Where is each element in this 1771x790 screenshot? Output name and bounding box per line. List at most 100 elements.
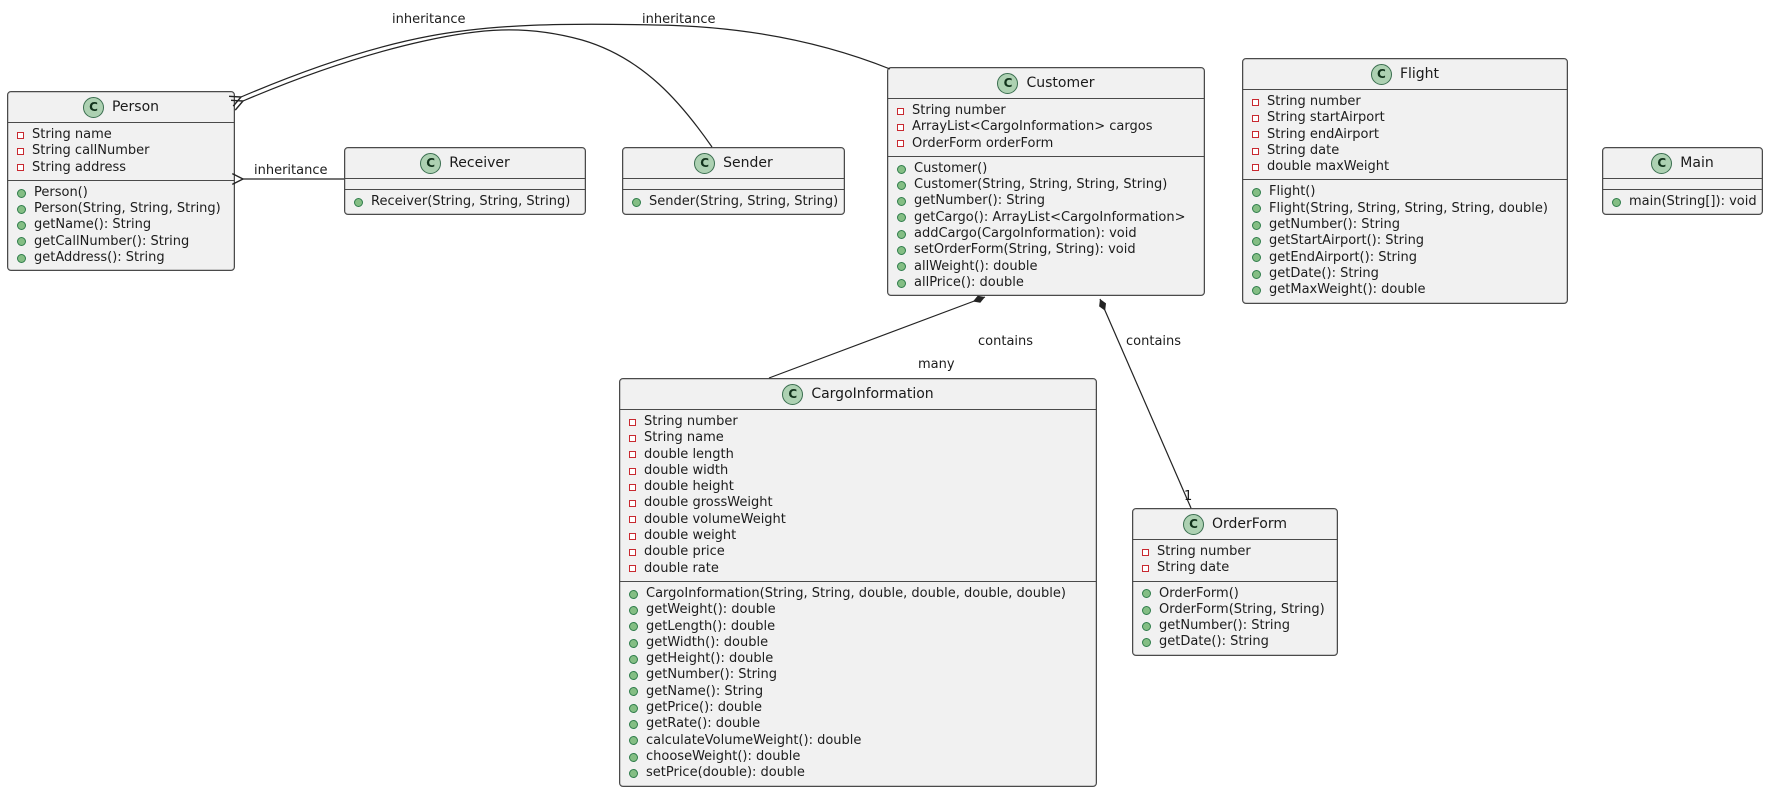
class-field-row: String address	[17, 160, 225, 176]
class-title: Person	[111, 99, 160, 115]
class-field-row: String name	[629, 430, 1087, 446]
methods-section: main(String[]): void	[1603, 189, 1762, 214]
member-signature: getHeight(): double	[646, 651, 774, 667]
class-method-row: getNumber(): String	[1142, 618, 1328, 634]
class-stereotype-icon: C	[1370, 63, 1392, 85]
private-field-icon	[1252, 98, 1259, 106]
public-method-icon	[17, 221, 26, 231]
class-field-row: ArrayList<CargoInformation> cargos	[897, 119, 1195, 135]
class-stereotype-icon: C	[694, 152, 716, 174]
member-signature: Flight(String, String, String, String, d…	[1269, 200, 1548, 216]
class-field-row: String endAirport	[1252, 127, 1558, 143]
class-method-row: getNumber(): String	[897, 193, 1195, 209]
class-stereotype-icon: C	[782, 383, 804, 405]
private-field-icon	[17, 131, 24, 139]
edge-label-inheritance-sender: inheritance	[392, 12, 466, 27]
class-title: Customer	[1026, 75, 1095, 91]
private-field-icon	[629, 483, 636, 491]
edge-multiplicity-many: many	[918, 357, 955, 372]
member-signature: calculateVolumeWeight(): double	[646, 732, 862, 748]
public-method-icon	[629, 638, 638, 648]
member-signature: double volumeWeight	[644, 511, 786, 527]
class-stereotype-icon: C	[420, 152, 442, 174]
class-stereotype-icon: C	[1182, 513, 1204, 535]
class-method-row: allPrice(): double	[897, 275, 1195, 291]
public-method-icon	[17, 253, 26, 263]
class-field-row: String date	[1252, 143, 1558, 159]
private-field-icon	[1142, 564, 1149, 572]
public-method-icon	[629, 605, 638, 615]
class-method-row: OrderForm()	[1142, 586, 1328, 602]
member-signature: String number	[1157, 544, 1251, 559]
class-method-row: Person()	[17, 185, 225, 201]
class-method-row: getRate(): double	[629, 716, 1087, 732]
member-signature: allPrice(): double	[914, 274, 1024, 290]
class-title: Receiver	[449, 155, 510, 171]
class-field-row: double width	[629, 463, 1087, 479]
class-header: C Main	[1603, 148, 1762, 179]
member-signature: addCargo(CargoInformation): void	[914, 226, 1137, 242]
member-signature: double price	[644, 544, 725, 560]
private-field-icon	[629, 516, 636, 524]
class-method-row: Sender(String, String, String)	[632, 194, 838, 210]
class-field-row: String number	[897, 103, 1195, 119]
class-method-row: Flight(String, String, String, String, d…	[1252, 201, 1558, 217]
private-field-icon	[897, 140, 904, 148]
class-stereotype-icon: C	[1651, 152, 1673, 174]
member-signature: String name	[32, 127, 112, 142]
class-method-row: calculateVolumeWeight(): double	[629, 733, 1087, 749]
public-method-icon	[897, 197, 906, 207]
class-field-row: String callNumber	[17, 143, 225, 159]
private-field-icon	[629, 565, 636, 573]
edge-label-inheritance-customer: inheritance	[642, 12, 716, 27]
member-signature: OrderForm()	[1159, 585, 1239, 601]
class-method-row: main(String[]): void	[1612, 194, 1757, 210]
public-method-icon	[1252, 285, 1261, 295]
member-signature: getLength(): double	[646, 618, 776, 634]
member-signature: double rate	[644, 560, 719, 576]
private-field-icon	[629, 549, 636, 557]
public-method-icon	[629, 768, 638, 778]
class-stereotype-icon: C	[82, 96, 104, 118]
public-method-icon	[17, 237, 26, 247]
methods-section: CargoInformation(String, String, double,…	[620, 580, 1096, 786]
private-field-icon	[629, 532, 636, 540]
public-method-icon	[629, 589, 638, 599]
member-signature: getAddress(): String	[34, 250, 165, 266]
member-signature: getPrice(): double	[646, 700, 763, 716]
member-signature: Person(String, String, String)	[34, 201, 221, 217]
member-signature: String number	[912, 103, 1006, 118]
member-signature: double grossWeight	[644, 495, 773, 511]
class-field-row: double height	[629, 479, 1087, 495]
private-field-icon	[17, 164, 24, 172]
class-method-row: getMaxWeight(): double	[1252, 282, 1558, 298]
class-header: C OrderForm	[1133, 509, 1337, 540]
member-signature: String startAirport	[1267, 110, 1385, 126]
member-signature: double height	[644, 479, 734, 495]
member-signature: double weight	[644, 528, 737, 544]
class-method-row: getPrice(): double	[629, 700, 1087, 716]
member-signature: getNumber(): String	[1269, 217, 1401, 233]
private-field-icon	[1252, 131, 1259, 139]
member-signature: String date	[1157, 560, 1230, 576]
class-title: CargoInformation	[811, 386, 934, 402]
public-method-icon	[1142, 605, 1151, 615]
public-method-icon	[1252, 188, 1261, 198]
private-field-icon	[629, 467, 636, 475]
public-method-icon	[1142, 621, 1151, 631]
class-method-row: getHeight(): double	[629, 651, 1087, 667]
private-field-icon	[1252, 163, 1259, 171]
public-method-icon	[1252, 204, 1261, 214]
class-method-row: chooseWeight(): double	[629, 749, 1087, 765]
class-method-row: setPrice(double): double	[629, 765, 1087, 781]
member-signature: String name	[644, 430, 724, 446]
public-method-icon	[1142, 638, 1151, 648]
edge-multiplicity-one: 1	[1184, 489, 1192, 504]
public-method-icon	[897, 246, 906, 256]
member-signature: getNumber(): String	[914, 193, 1046, 209]
edge-customer-extends-person	[229, 23, 891, 107]
public-method-icon	[629, 719, 638, 729]
private-field-icon	[897, 123, 904, 131]
member-signature: allWeight(): double	[914, 258, 1038, 274]
